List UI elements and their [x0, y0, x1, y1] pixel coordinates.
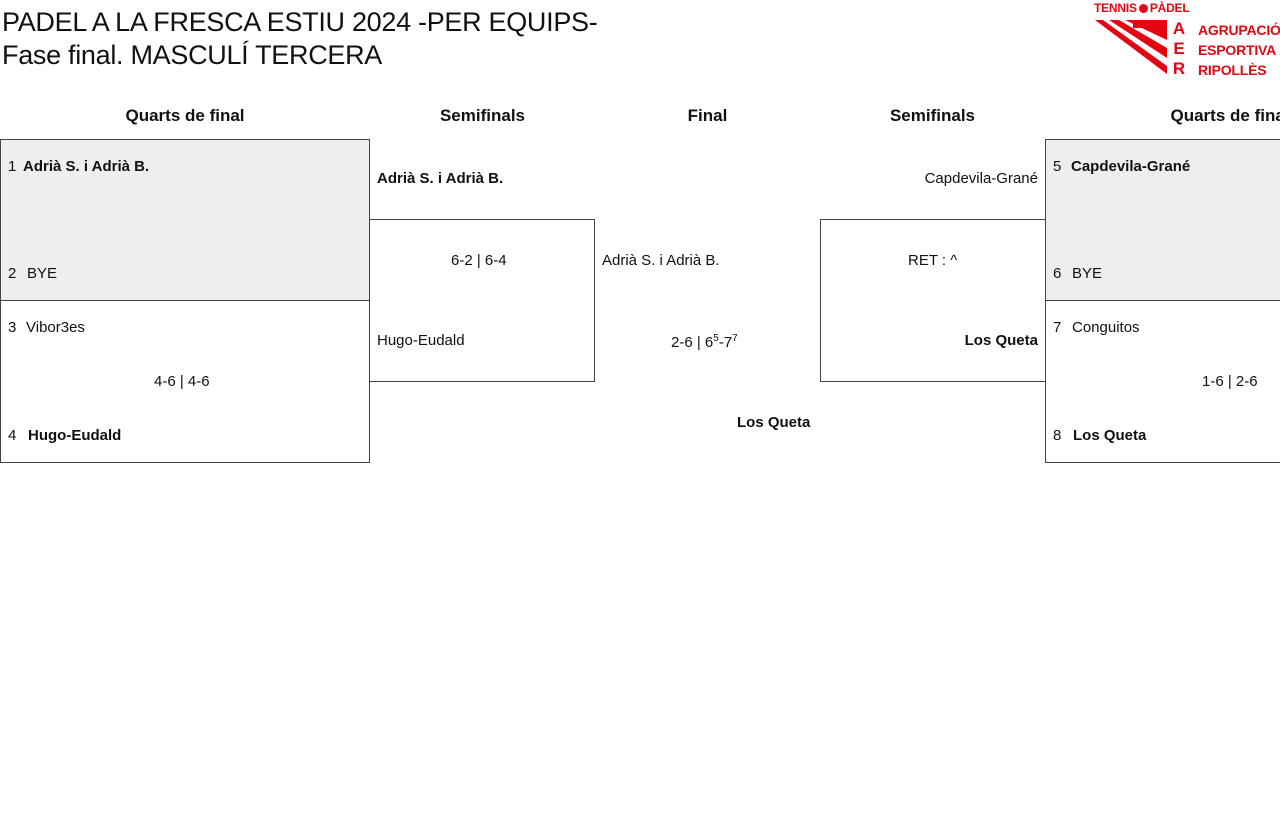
- team-name[interactable]: Adrià S. i Adrià B.: [23, 158, 150, 175]
- logo-line-2: ESPORTIVA: [1198, 42, 1277, 58]
- page-title: PADEL A LA FRESCA ESTIU 2024 -PER EQUIPS…: [2, 6, 598, 72]
- match-score: 1-6 | 2-6: [1202, 373, 1258, 390]
- round-header-final: Final: [687, 106, 728, 125]
- match-score: RET : ^: [908, 252, 958, 269]
- final-score: 2-6 | 65-77: [671, 334, 738, 352]
- match-qf-3[interactable]: 5 Capdevila-Grané 6 BYE: [1045, 139, 1280, 301]
- match-qf-4[interactable]: 7 Conguitos 1-6 | 2-6 8 Los Queta: [1045, 300, 1280, 463]
- logo-letter-e: E: [1173, 39, 1184, 58]
- logo-letter-a: A: [1173, 19, 1185, 38]
- seed-number: 8: [1053, 427, 1062, 444]
- seed-number: 6: [1053, 265, 1062, 282]
- round-header-sf-left: Semifinals: [439, 106, 526, 125]
- match-qf-1[interactable]: 1 Adrià S. i Adrià B. 2 BYE: [0, 139, 370, 301]
- round-header-qf-left: Quarts de final: [125, 106, 245, 125]
- title-line-2: Fase final. MASCULÍ TERCERA: [2, 40, 383, 70]
- team-name[interactable]: Los Queta: [1073, 427, 1147, 444]
- round-header-sf-right: Semifinals: [889, 106, 976, 125]
- team-name[interactable]: BYE: [1072, 265, 1103, 282]
- team-name[interactable]: Hugo-Eudald: [28, 427, 122, 444]
- seed-number: 5: [1053, 158, 1062, 175]
- ball-icon: [1138, 4, 1148, 13]
- sf-right-top-team[interactable]: Capdevila-Grané: [924, 170, 1038, 187]
- logo-sport-text: TENNIS PÀDEL: [1094, 1, 1190, 15]
- logo-padel-text: PÀDEL: [1149, 1, 1190, 15]
- match-score: 6-2 | 6-4: [451, 252, 507, 269]
- team-name[interactable]: Capdevila-Grané: [1071, 158, 1191, 175]
- sf-left-bottom-team[interactable]: Hugo-Eudald: [377, 332, 465, 349]
- seed-number: 1: [8, 158, 17, 175]
- seed-number: 4: [8, 427, 17, 444]
- seed-number: 3: [8, 319, 17, 336]
- seed-number: 2: [8, 265, 17, 282]
- final-team[interactable]: Adrià S. i Adrià B.: [602, 252, 720, 269]
- round-header-qf-right: Quarts de final: [1170, 106, 1280, 125]
- logo-line-1: AGRUPACIÓ: [1198, 22, 1280, 38]
- match-qf-2[interactable]: 3 Vibor3es 4-6 | 4-6 4 Hugo-Eudald: [0, 300, 370, 463]
- seed-number: 7: [1053, 319, 1062, 336]
- match-sf-2[interactable]: RET : ^ Los Queta: [820, 219, 1046, 382]
- title-line-1: PADEL A LA FRESCA ESTIU 2024 -PER EQUIPS…: [2, 7, 598, 37]
- logo-triangle-icon: A E R: [1095, 19, 1185, 78]
- team-name[interactable]: BYE: [27, 265, 58, 282]
- logo-club-name: AGRUPACIÓ ESPORTIVA RIPOLLÈS: [1198, 20, 1280, 80]
- final-score-part-b: -7: [718, 334, 733, 351]
- sf-right-bottom-team[interactable]: Los Queta: [964, 332, 1038, 349]
- final-score-part-a: 2-6 | 6: [671, 334, 714, 351]
- match-sf-1[interactable]: 6-2 | 6-4 Hugo-Eudald: [369, 219, 595, 382]
- club-logo: TENNIS PÀDEL A E R AGRUPACIÓ ESPORTIVA RI…: [1093, 0, 1280, 80]
- team-name[interactable]: Vibor3es: [26, 319, 85, 336]
- match-score: 4-6 | 4-6: [154, 373, 210, 390]
- logo-line-3: RIPOLLÈS: [1198, 62, 1267, 78]
- champion-team[interactable]: Los Queta: [737, 414, 811, 431]
- sf-left-top-team[interactable]: Adrià S. i Adrià B.: [377, 170, 504, 187]
- final-score-tiebreak-a: 5: [713, 333, 719, 344]
- final-score-tiebreak-b: 7: [732, 333, 738, 344]
- logo-tennis-text: TENNIS: [1094, 1, 1137, 15]
- logo-letter-r: R: [1173, 59, 1185, 78]
- team-name[interactable]: Conguitos: [1072, 319, 1140, 336]
